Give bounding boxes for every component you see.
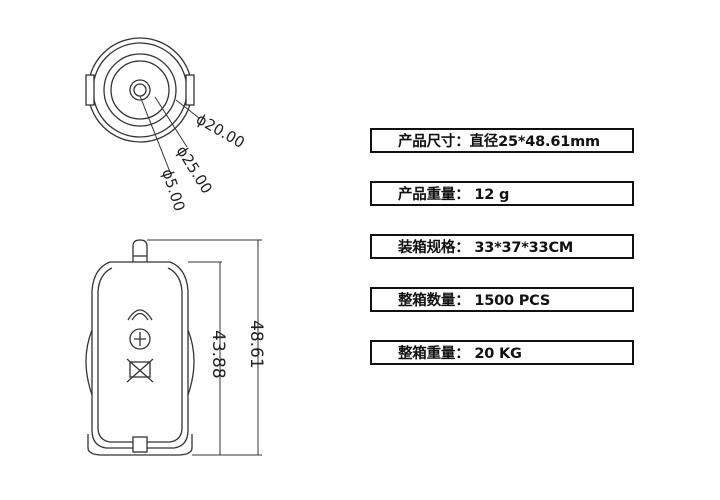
body-outline — [91, 261, 189, 449]
spec-carton-weight: 整箱重量： 20 KG — [370, 340, 634, 365]
top-view — [85, 37, 195, 143]
side-dimensions — [147, 239, 262, 456]
dim-height-inner: 43.88 — [208, 330, 228, 379]
right-notch — [185, 74, 195, 106]
dim-d5: ϕ5.00 — [158, 167, 188, 214]
top-contact — [132, 239, 148, 262]
left-notch — [85, 74, 95, 106]
left-spring — [85, 329, 93, 396]
pin-outer — [129, 79, 151, 101]
spec-product-weight: 产品重量： 12 g — [370, 181, 634, 206]
top-leaders — [139, 95, 200, 173]
middle-circle — [103, 53, 177, 127]
spec-carton-size: 装箱规格： 33*37*33CM — [370, 234, 634, 259]
weee-icon — [129, 361, 151, 378]
arc-icon — [127, 309, 153, 321]
side-view — [85, 239, 195, 456]
spec-carton-quantity: 整箱数量： 1500 PCS — [370, 287, 634, 312]
dim-d20: ϕ20.00 — [193, 110, 248, 152]
outer-ring — [92, 42, 188, 138]
ce-icon — [129, 328, 151, 350]
spec-product-size: 产品尺寸：直径25*48.61mm — [370, 128, 634, 153]
bottom-base — [87, 434, 193, 456]
right-spring — [187, 329, 195, 396]
body-inner-outline — [97, 267, 183, 443]
usb-slot — [132, 436, 148, 453]
pin-inner — [133, 83, 147, 97]
dim-height-outer: 48.61 — [246, 320, 266, 369]
inner-circle — [110, 60, 170, 120]
